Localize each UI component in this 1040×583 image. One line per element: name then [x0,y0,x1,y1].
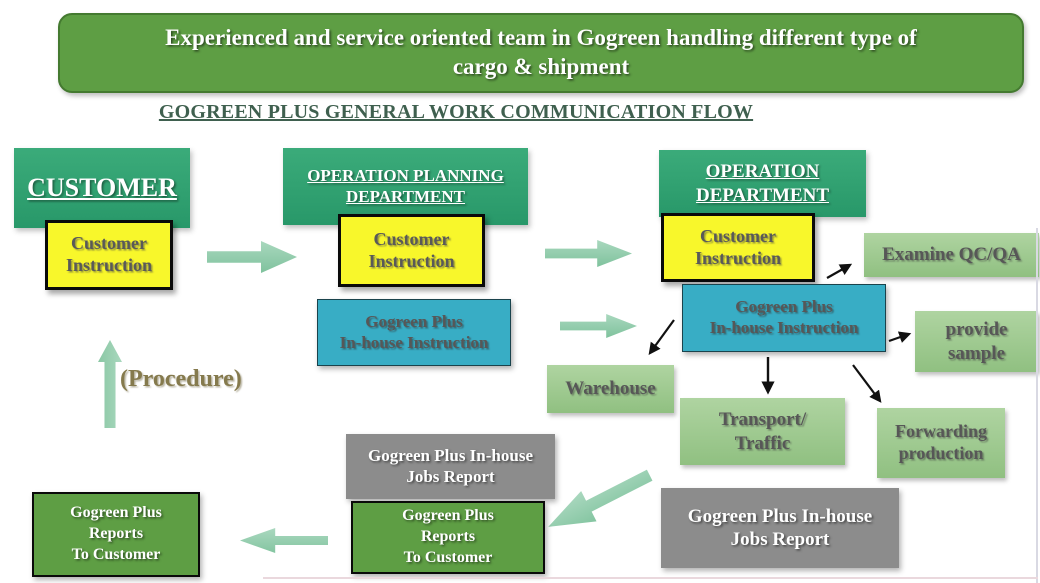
node-inhouse-instruction-1: Gogreen Plus In-house Instruction [317,299,511,366]
node-warehouse: Warehouse [547,365,674,413]
flow-arrow-up-procedure [98,340,122,428]
flow-arrow-upleft-jobs-report [540,460,657,542]
node-operation-planning-department: OPERATION PLANNING DEPARTMENT [283,148,528,225]
banner-headline: Experienced and service oriented team in… [58,13,1024,93]
node-forwarding-production: Forwarding production [877,408,1005,478]
node-provide-sample: provide sample [915,311,1038,372]
procedure-label: (Procedure) [120,366,242,392]
node-inhouse-instruction-2: Gogreen Plus In-house Instruction [682,284,886,352]
node-customer-instruction-3: Customer Instruction [661,213,815,282]
slide-edge-right [1036,228,1038,583]
node-customer-department: CUSTOMER [14,148,190,228]
page-title: GOGREEN PLUS GENERAL WORK COMMUNICATION … [158,101,754,123]
flow-arrow-right-3 [560,314,637,338]
node-reports-to-customer-left: Gogreen Plus Reports To Customer [32,492,200,577]
node-operation-department: OPERATION DEPARTMENT [659,150,866,217]
flow-arrow-right-1 [207,241,297,273]
node-reports-to-customer-mid: Gogreen Plus Reports To Customer [351,501,545,574]
node-jobs-report-left: Gogreen Plus In-house Jobs Report [346,434,555,499]
node-transport-traffic: Transport/ Traffic [680,398,845,465]
node-customer-instruction-1: Customer Instruction [45,220,173,290]
slide-edge-bottom [263,577,1038,579]
node-jobs-report-right: Gogreen Plus In-house Jobs Report [661,488,899,568]
node-examine-qc-qa: Examine QC/QA [864,233,1039,277]
flow-arrow-left-reports [240,528,328,553]
node-customer-instruction-2: Customer Instruction [338,214,485,287]
flow-arrow-right-2 [545,240,632,267]
